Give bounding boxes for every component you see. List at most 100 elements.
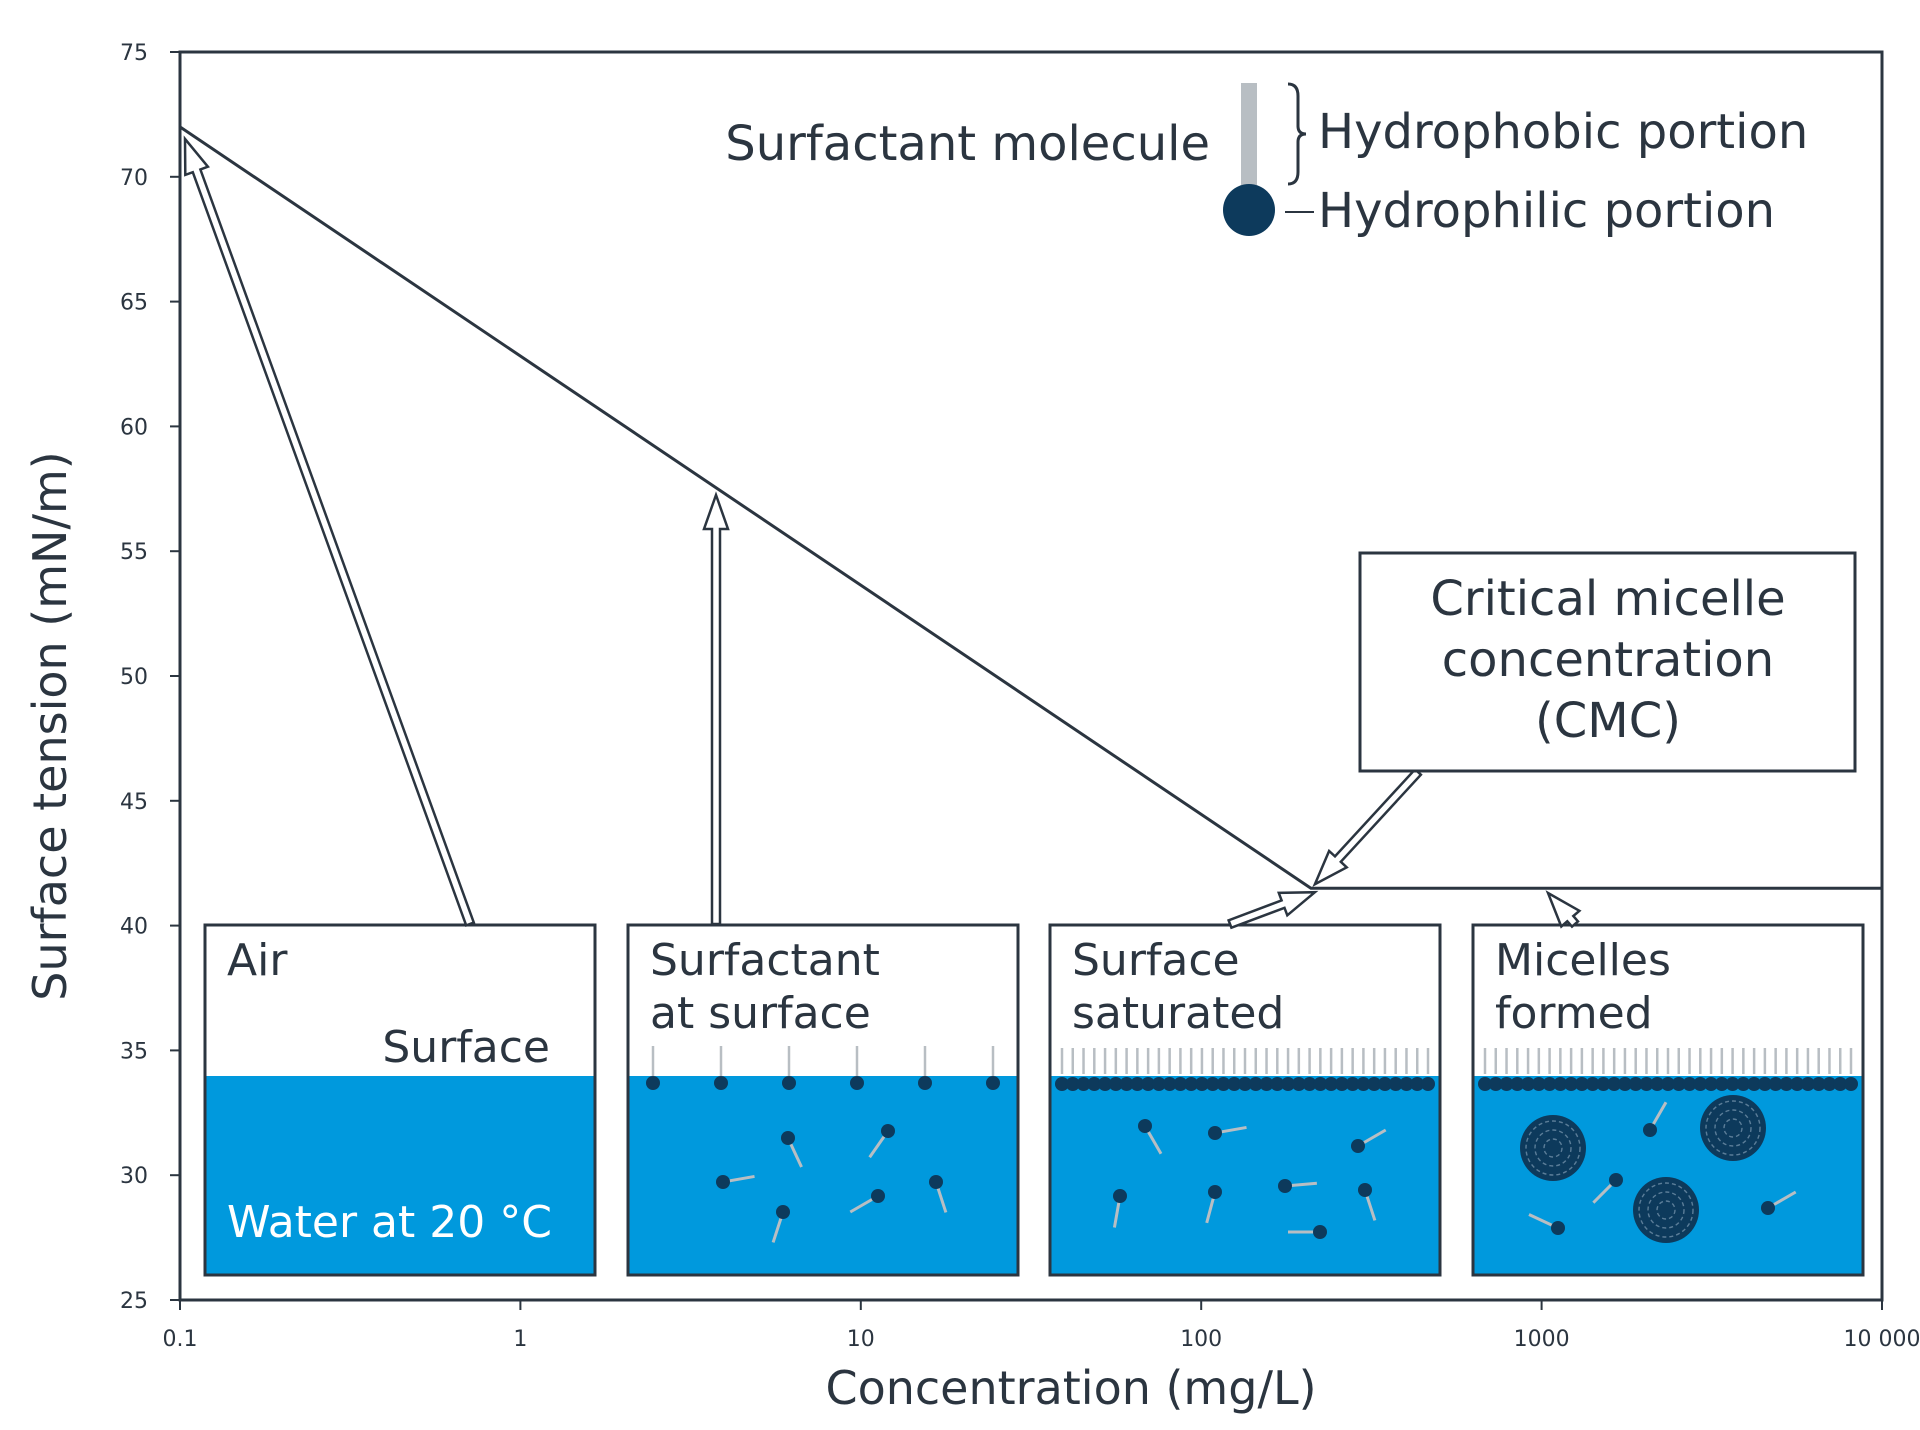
molecule-head [1564, 1077, 1579, 1091]
molecule-head [1076, 1077, 1091, 1091]
molecule-head [1367, 1077, 1382, 1091]
molecule-head [871, 1189, 885, 1203]
molecule-head [1173, 1077, 1188, 1091]
y-tick-label: 50 [120, 665, 148, 690]
molecule-head [1278, 1179, 1292, 1193]
molecule-head [1747, 1077, 1762, 1091]
legend-molecule-label: Surfactant molecule [725, 116, 1210, 172]
molecule-head [918, 1076, 932, 1090]
micelle-texture [1656, 1200, 1676, 1220]
micelle-texture [1534, 1129, 1572, 1167]
molecule-head [1324, 1077, 1339, 1091]
molecule-tail [728, 1174, 755, 1183]
molecule-head [1779, 1077, 1794, 1091]
panel-label: Surface [1072, 935, 1240, 986]
molecule-head [1356, 1077, 1371, 1091]
molecule-head [1478, 1077, 1492, 1091]
molecule-head [1108, 1077, 1123, 1091]
molecule-head [1714, 1077, 1729, 1091]
x-tick-label: 1 [513, 1327, 527, 1352]
micelle-texture [1543, 1138, 1563, 1158]
molecule-head [1693, 1077, 1708, 1091]
molecule-head [1113, 1189, 1127, 1203]
molecule-head [1238, 1077, 1252, 1091]
cmc-label: Critical micelle [1430, 571, 1785, 627]
molecule-tail [1205, 1197, 1215, 1224]
molecule-head [1334, 1077, 1349, 1091]
panel-label: at surface [650, 988, 871, 1039]
molecule-head [1345, 1077, 1360, 1091]
cmc-label: concentration [1442, 632, 1774, 688]
y-tick-label: 40 [120, 915, 148, 940]
y-tick-label: 55 [120, 540, 148, 565]
molecule-head [1833, 1077, 1848, 1091]
surface-tension-line [179, 125, 1882, 890]
molecule-head [986, 1076, 1000, 1090]
x-tick-label: 0.1 [163, 1327, 198, 1352]
molecule-head [1822, 1077, 1837, 1091]
molecule-head [1410, 1077, 1425, 1091]
molecule-head [1736, 1077, 1751, 1091]
water-layer [1051, 1076, 1439, 1274]
molecule-head [1585, 1077, 1600, 1091]
molecule-head [1542, 1077, 1557, 1091]
molecule-head [1208, 1126, 1222, 1140]
molecule-tail [1220, 1125, 1247, 1134]
molecule-head [714, 1076, 728, 1090]
molecule-head [1628, 1077, 1643, 1091]
y-tick-label: 65 [120, 291, 148, 316]
molecule-tail [1651, 1101, 1668, 1126]
molecule-head [1510, 1077, 1525, 1091]
molecule-tail [1290, 1181, 1318, 1187]
molecule-head [1388, 1077, 1403, 1091]
y-tick-label: 75 [120, 41, 148, 66]
y-tick-label: 60 [120, 415, 148, 440]
micelle-texture [1705, 1100, 1761, 1156]
molecule-head [776, 1205, 790, 1219]
molecule-head [1768, 1077, 1783, 1091]
y-tick-label: 45 [120, 790, 148, 815]
molecule-head [1281, 1077, 1296, 1091]
legend-tail [1241, 83, 1257, 185]
x-tick-label: 1000 [1514, 1327, 1570, 1352]
molecule-head [1313, 1077, 1328, 1091]
water-layer [1474, 1076, 1862, 1274]
micelle [1700, 1095, 1766, 1161]
panel-label: saturated [1072, 988, 1284, 1039]
legend-hydrophilic-label: Hydrophilic portion [1318, 183, 1775, 239]
molecule-head [1661, 1077, 1675, 1091]
micelle [1520, 1115, 1586, 1181]
molecule-head [1302, 1077, 1317, 1091]
molecule-head [1704, 1077, 1719, 1091]
molecule-head [1421, 1077, 1435, 1091]
molecule-head [1184, 1077, 1199, 1091]
molecule-head [782, 1076, 796, 1090]
molecule-head [1227, 1077, 1242, 1091]
molecule-head [1313, 1225, 1327, 1239]
molecule-head [1551, 1221, 1565, 1235]
molecule-tail [936, 1187, 948, 1213]
arrow-panel-3 [1226, 890, 1319, 930]
molecule-head [1671, 1077, 1686, 1091]
molecule-head [1488, 1077, 1503, 1091]
arrow-panel-1 [183, 135, 476, 928]
molecule-head [1639, 1077, 1654, 1091]
molecule-head [1162, 1077, 1177, 1091]
molecule-tail [771, 1217, 783, 1243]
molecule-tail [1362, 1128, 1387, 1145]
y-tick-label: 25 [120, 1289, 148, 1314]
molecule-head [1087, 1077, 1102, 1091]
molecule-head [1138, 1119, 1152, 1133]
molecule-head [1291, 1077, 1306, 1091]
y-tick-label: 35 [120, 1039, 148, 1064]
molecule-head [1650, 1077, 1665, 1091]
micelle-texture [1723, 1118, 1743, 1138]
legend-head [1223, 184, 1275, 236]
molecule-head [850, 1076, 864, 1090]
panel-label: Air [227, 935, 288, 986]
